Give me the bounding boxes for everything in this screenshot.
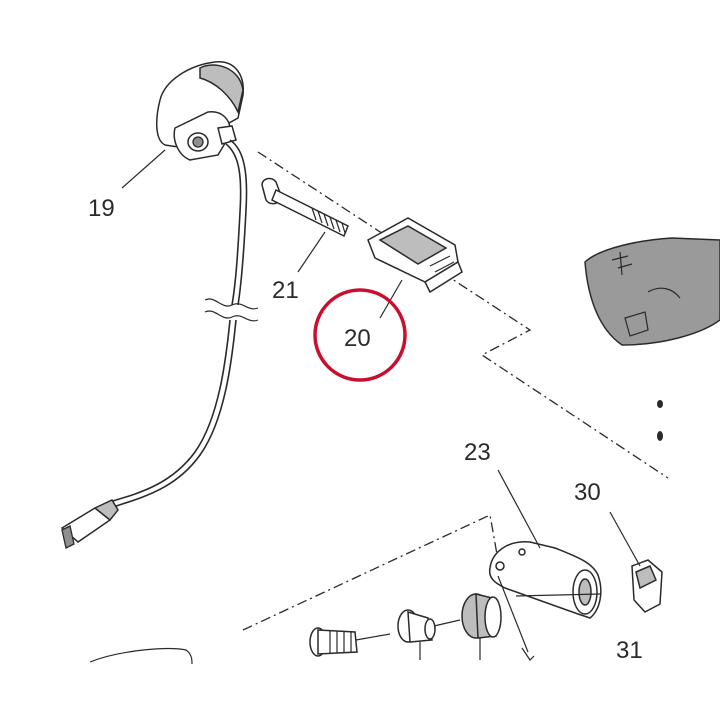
lower-bushing [397, 609, 436, 643]
part-23-bracket [488, 541, 602, 619]
lower-spacer [461, 593, 502, 639]
lower-fastener [521, 647, 535, 661]
callout-23: 23 [464, 439, 491, 466]
lower-screw [309, 627, 358, 657]
part-19-lamp-housing [155, 61, 244, 161]
part-19-cable [60, 139, 259, 549]
leader-lines [121, 149, 641, 660]
callout-labels: 19 21 20 23 30 31 [88, 195, 643, 664]
callout-21: 21 [272, 277, 299, 304]
part-21-bolt [261, 177, 349, 238]
callout-19: 19 [88, 195, 115, 222]
callout-31: 31 [616, 637, 643, 664]
callout-30: 30 [574, 479, 601, 506]
part-20-connector [367, 217, 463, 294]
callout-20: 20 [344, 325, 371, 352]
assembly-lines [242, 151, 669, 631]
bottom-left-part-outline [89, 647, 193, 665]
side-panel-part [584, 237, 720, 441]
highlight-circle [313, 288, 407, 382]
part-30-clip [631, 559, 663, 613]
